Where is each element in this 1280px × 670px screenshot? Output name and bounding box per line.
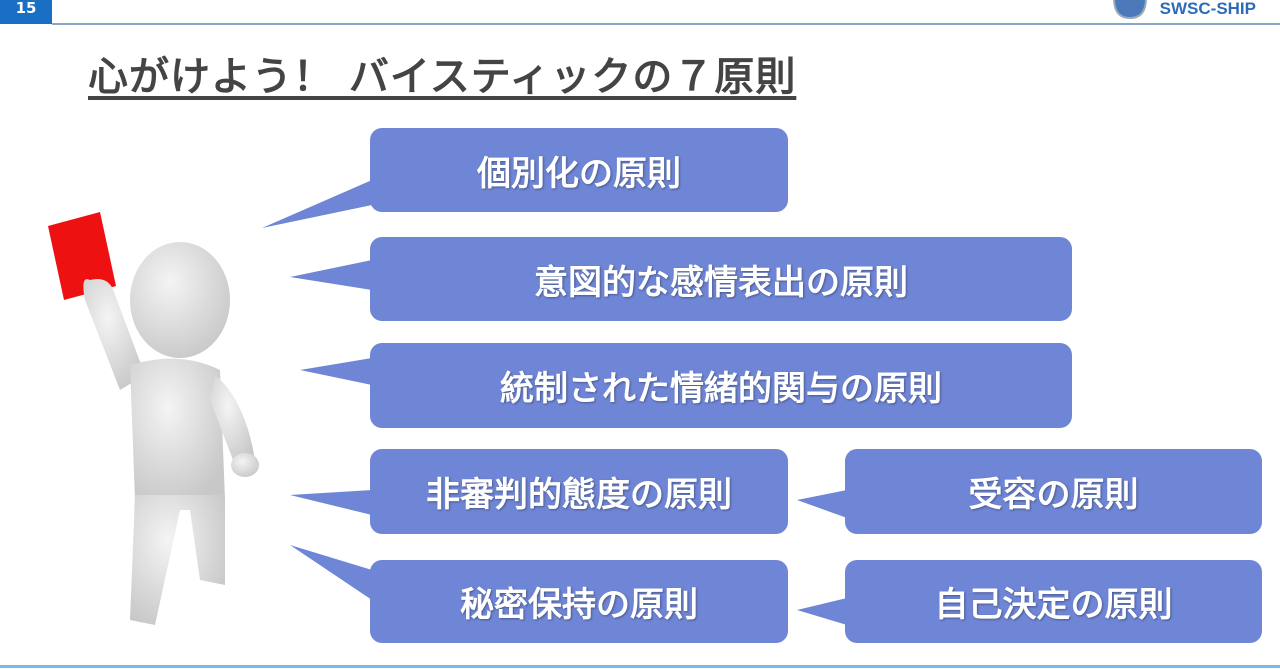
torso — [130, 358, 225, 500]
principle-controlled-involvement: 統制された情緒的関与の原則 — [370, 343, 1072, 428]
head — [130, 242, 230, 358]
principle-acceptance: 受容の原則 — [845, 449, 1262, 534]
principle-individualization: 個別化の原則 — [370, 128, 788, 212]
tail-5 — [797, 490, 847, 518]
left-arm — [210, 375, 255, 465]
legs — [130, 495, 225, 625]
ship-logo-icon — [1112, 0, 1147, 20]
principle-nonjudgmental: 非審判的態度の原則 — [370, 449, 788, 534]
raised-arm — [83, 279, 145, 390]
tail-4 — [290, 490, 372, 515]
logo: SWSC-SHIP — [1110, 0, 1256, 20]
tail-7 — [797, 598, 847, 625]
tail-2 — [290, 260, 372, 290]
tail-1 — [262, 180, 372, 228]
principle-confidentiality: 秘密保持の原則 — [370, 560, 788, 643]
slide-number: 15 — [0, 0, 52, 24]
footer-divider — [0, 665, 1280, 668]
principle-self-determination: 自己決定の原則 — [845, 560, 1262, 643]
logo-text: SWSC-SHIP — [1159, 0, 1256, 18]
principle-purposeful-expression: 意図的な感情表出の原則 — [370, 237, 1072, 321]
page-title: 心がけよう！ バイスティックの７原則 — [88, 54, 797, 100]
person-with-red-card-illustration — [48, 212, 259, 625]
left-hand — [231, 453, 259, 477]
red-card — [48, 212, 116, 300]
header-divider — [52, 23, 1280, 25]
tail-3 — [300, 358, 372, 385]
tail-6 — [290, 545, 372, 600]
